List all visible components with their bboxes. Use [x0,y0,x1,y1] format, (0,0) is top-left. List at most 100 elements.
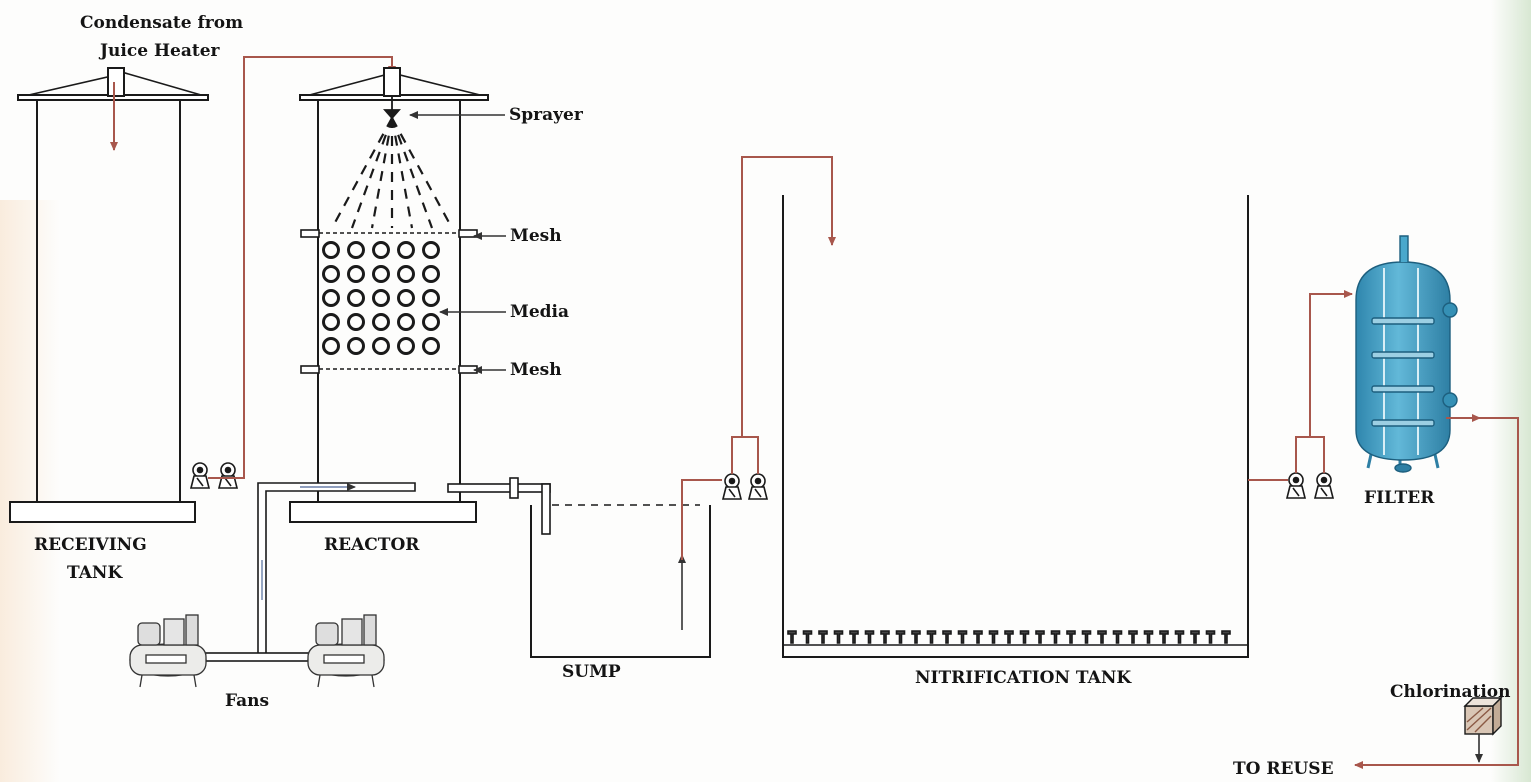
media-ring [347,265,365,283]
label-sprayer: Sprayer [509,105,583,125]
label-nitrification-tank: NITRIFICATION TANK [915,668,1132,688]
label-condensate-line1: Condensate from [80,13,244,33]
reactor-column [289,67,489,523]
label-to-reuse: TO REUSE [1233,759,1334,779]
media-ring [347,289,365,307]
mesh-bottom [300,365,478,374]
pump-icon [1313,472,1335,499]
filter-vessel-icon [1355,235,1458,473]
diffuser [1174,630,1185,644]
diffuser [1066,630,1076,644]
diffuser [849,630,859,644]
receiving-tank [9,67,209,523]
label-receiving-tank-line1: RECEIVING [34,535,147,555]
pump-icon [721,473,743,500]
diffuser [833,630,844,644]
diffuser [1221,630,1231,644]
chlorination-icon [1463,696,1503,763]
media-ring [397,289,415,307]
diffuser [895,630,906,644]
media-ring [422,241,440,259]
media-rings [322,241,440,355]
media-ring [422,265,440,283]
media-ring [397,313,415,331]
diffuser [911,630,921,644]
media-ring [397,241,415,259]
sprayer-nozzle [383,96,401,120]
diffuser [1019,630,1030,644]
mesh-top [300,229,478,238]
spray-pattern [331,117,453,229]
pump-icon [189,462,211,489]
diffuser [1050,630,1061,644]
media-ring [422,289,440,307]
media-ring [372,313,390,331]
pump-icon [747,473,769,500]
background-glow-right [1491,0,1531,782]
diffuser [926,630,937,644]
nitrification-tank [782,195,1249,658]
pump-icon [217,462,239,489]
fan-compressor-icon [307,614,385,688]
filter-outlet-pipe [1354,414,1519,769]
background-glow-left [0,200,60,782]
media-ring [322,313,340,331]
sump-suction-pipe [681,479,722,560]
diffuser [1190,630,1200,644]
diffuser [1159,630,1169,644]
label-mesh-bottom: Mesh [510,360,562,380]
diffuser [1035,630,1045,644]
diffuser [957,630,968,644]
reactor-outlet-pipe [447,477,551,535]
diffuser [1205,630,1216,644]
sump-discharge-pipe [731,156,836,474]
media-ring [347,313,365,331]
media-ring [322,241,340,259]
sump-tank [530,504,711,658]
label-receiving-tank-line2: TANK [67,563,123,583]
media-ring [372,265,390,283]
reactor-annotation-leaders [409,111,506,374]
media-ring [372,289,390,307]
diffuser [988,630,999,644]
diffuser [1143,630,1154,644]
pump-icon [1285,472,1307,499]
media-ring [422,313,440,331]
media-ring [372,337,390,355]
label-juice-heater: Juice Heater [100,41,220,61]
diffuser [1112,630,1123,644]
fan-compressor-icon [129,614,207,688]
diffuser [1081,630,1092,644]
media-ring [372,241,390,259]
label-fans: Fans [225,691,270,711]
diffuser-icon [787,630,1231,644]
label-sump: SUMP [562,662,621,682]
transfer-pipe-to-reactor [208,56,396,479]
media-ring [322,265,340,283]
label-mesh-top: Mesh [510,226,562,246]
diffuser [880,630,890,644]
diffuser [942,630,952,644]
media-ring [347,337,365,355]
diffuser [802,630,813,644]
media-ring [322,289,340,307]
diffuser [787,630,797,644]
diffuser [1128,630,1138,644]
media-ring [422,337,440,355]
fan-header-pipe [199,652,319,662]
media-ring [322,337,340,355]
diffuser [973,630,983,644]
diffuser [818,630,828,644]
media-ring [397,265,415,283]
label-filter: FILTER [1364,488,1435,508]
label-reactor: REACTOR [324,535,420,555]
diffuser [1004,630,1014,644]
media-ring [347,241,365,259]
nitrification-outlet-pipe [1248,290,1353,481]
label-chlorination: Chlorination [1390,682,1511,702]
label-media: Media [510,302,569,322]
media-ring [397,337,415,355]
diffuser [1097,630,1107,644]
diffuser [864,630,875,644]
